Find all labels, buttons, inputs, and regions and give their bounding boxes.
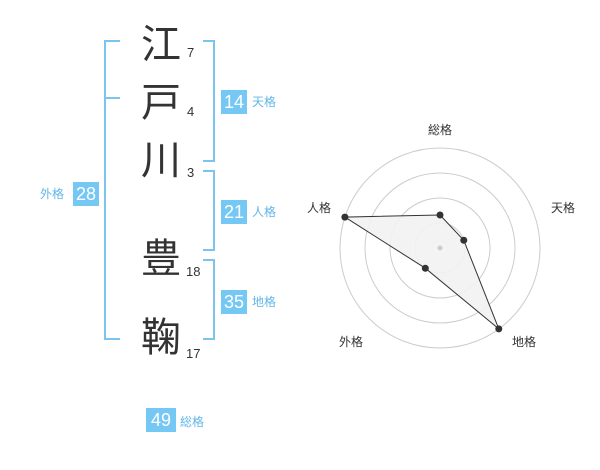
radar-axis-label-tenkaku: 天格 (551, 200, 575, 215)
radar-axis-label-chikaku: 地格 (512, 334, 536, 349)
gaikaku-value-badge: 28 (73, 182, 99, 206)
soukaku-label: 総格 (180, 415, 205, 429)
radar-point-1 (460, 236, 468, 244)
soukaku-value-badge: 49 (146, 408, 176, 432)
name-char-3: 川 (141, 138, 181, 184)
jinkaku-bracket (203, 170, 215, 251)
name-char-1: 江 (141, 22, 181, 68)
jinkaku-label: 人格 (252, 205, 277, 219)
name-char-5: 鞠 (141, 315, 181, 361)
name-char-2: 戸 (141, 80, 181, 126)
radar-ring-3 (364, 172, 516, 324)
tenkaku-label: 天格 (252, 95, 277, 109)
radar-point-3 (421, 264, 429, 272)
stroke-count-3: 3 (187, 165, 195, 180)
radar-axis-label-soukaku: 総格 (428, 122, 452, 137)
radar-point-2 (495, 325, 503, 333)
radar-ring-2 (389, 197, 491, 299)
gaikaku-inner-tick (104, 97, 120, 99)
radar-axis-label-gaikaku: 外格 (339, 334, 363, 349)
chikaku-bracket (203, 259, 215, 340)
name-char-4: 豊 (141, 236, 181, 282)
radar-polygon (343, 214, 500, 330)
gaikaku-label: 外格 (40, 187, 65, 201)
jinkaku-value-badge: 21 (221, 200, 247, 224)
chikaku-label: 地格 (252, 295, 277, 309)
radar-point-0 (436, 211, 444, 219)
radar-point-4 (341, 213, 349, 221)
stroke-count-1: 7 (187, 45, 195, 60)
gaikaku-bracket (104, 40, 120, 340)
tenkaku-value-badge: 14 (221, 90, 247, 114)
stroke-count-5: 17 (186, 346, 201, 361)
radar-ring-4 (339, 147, 541, 349)
radar-center-dot (437, 245, 443, 251)
stroke-count-2: 4 (187, 104, 195, 119)
chikaku-value-badge: 35 (221, 290, 247, 314)
stroke-count-4: 18 (186, 264, 201, 279)
radar-axis-label-jinkaku: 人格 (307, 200, 331, 215)
tenkaku-bracket (203, 40, 215, 162)
